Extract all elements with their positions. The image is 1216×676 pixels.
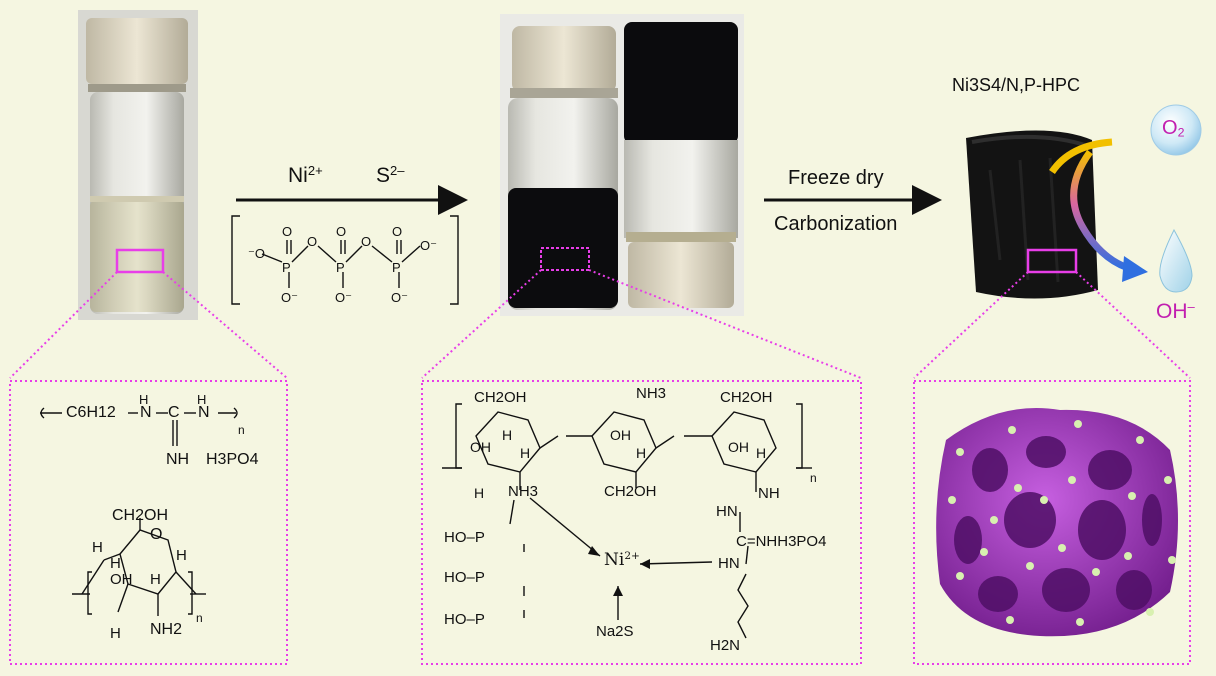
middle-arrowheads [588, 546, 650, 596]
svg-text:O: O [392, 224, 402, 239]
n-subscript-mid: n [810, 471, 817, 485]
n-subscript-left: n [238, 423, 245, 437]
o2-bubble-icon [1150, 104, 1202, 156]
hydroxide-label: OH– [1156, 299, 1195, 324]
water-drop-icon [1159, 228, 1193, 293]
ring-h-left-1: H [92, 539, 103, 556]
h-mid-2: H [520, 445, 531, 461]
right-zoom-marker [1026, 248, 1078, 274]
hn-mid-1: HN [716, 503, 738, 520]
product-title: Ni3S4/N,P-HPC [952, 75, 1081, 95]
cnh-label: C=NHH3PO4 [736, 533, 827, 550]
middle-vials-photo [500, 14, 744, 316]
ring-h-left-5: H [110, 625, 121, 642]
ch2oh-label-mid-3: CH2OH [604, 483, 657, 500]
nickel-ion-label: Ni2+ [288, 163, 323, 188]
ho-p-label-2: HO–P [444, 569, 485, 586]
c-label: C [168, 404, 180, 421]
right-structure-panel [913, 380, 1191, 665]
left-chitosan-ring [72, 518, 206, 616]
ho-p-label-3: HO–P [444, 611, 485, 628]
left-vial-photo [78, 10, 198, 320]
h-label-1: H [139, 392, 149, 407]
porous-carbon-structure [936, 408, 1178, 637]
svg-text:O: O [282, 224, 292, 239]
triphosphate-labels: ⁻O P O O P O O P O O⁻ O⁻ O⁻ O⁻ [248, 224, 437, 305]
h2n-label: H2N [710, 637, 741, 654]
triphosphate-structure [231, 215, 459, 305]
o2-arc [1049, 138, 1113, 175]
nh3-label-top: NH3 [636, 385, 667, 402]
nh-label: NH [166, 451, 190, 468]
ring-oh-left: OH [110, 571, 133, 588]
hn-mid-2: HN [718, 555, 740, 572]
o2-label: O2 [1162, 117, 1185, 140]
h-mid-3: H [636, 445, 647, 461]
ring-h-left-3: H [176, 547, 187, 564]
na2s-label: Na2S [596, 623, 634, 640]
n-label-1: N [140, 404, 152, 421]
n-label-2: N [198, 404, 210, 421]
ring-o-left: O [150, 526, 163, 543]
carbon-product-photo [966, 130, 1098, 299]
ring-h-left-4: H [150, 571, 161, 588]
freeze-dry-label: Freeze dry [788, 167, 884, 189]
ch2oh-label-mid-1: CH2OH [474, 389, 527, 406]
svg-text:⁻O: ⁻O [248, 246, 265, 261]
h-mid-5: H [474, 485, 485, 501]
svg-text:P: P [282, 260, 291, 275]
carbonization-label: Carbonization [774, 213, 898, 235]
ring-h-left-2: H [110, 555, 121, 572]
svg-text:O: O [336, 224, 346, 239]
c6h12-label: C6H12 [66, 404, 116, 421]
h3po4-label: H3PO4 [206, 451, 259, 468]
svg-text:O⁻: O⁻ [281, 290, 298, 305]
left-polymer-bonds [40, 407, 238, 446]
oh-mid-2: OH [610, 427, 631, 443]
nh2-label-left: NH2 [150, 621, 183, 638]
ch2oh-label-mid-2: CH2OH [720, 389, 773, 406]
reaction-arc-arrow [1070, 149, 1130, 272]
svg-text:P: P [392, 260, 401, 275]
left-zoom-marker [115, 248, 165, 274]
svg-text:O⁻: O⁻ [335, 290, 352, 305]
nickel-center-label: Ni2+ [604, 549, 640, 570]
oh-mid-1: OH [470, 439, 491, 455]
svg-text:P: P [336, 260, 345, 275]
zoom-lines [9, 269, 1191, 379]
h-label-2: H [197, 392, 207, 407]
nh3-label-bottom: NH3 [508, 483, 539, 500]
nh-mid-1: NH [758, 485, 780, 502]
sulfide-ion-label: S2– [376, 163, 405, 188]
svg-text:O⁻: O⁻ [391, 290, 408, 305]
middle-structure-panel [421, 380, 862, 665]
h-mid-4: H [756, 445, 767, 461]
svg-text:O: O [307, 234, 317, 249]
ho-p-label-1: HO–P [444, 529, 485, 546]
h-mid-1: H [502, 427, 513, 443]
reaction-arrowhead [1122, 256, 1148, 282]
ch2oh-label-left: CH2OH [112, 507, 169, 524]
middle-chitosan-chain [442, 403, 812, 639]
oh-mid-3: OH [728, 439, 749, 455]
svg-text:O: O [361, 234, 371, 249]
n-subscript-left-ring: n [196, 611, 203, 625]
svg-text:O⁻: O⁻ [420, 238, 437, 253]
